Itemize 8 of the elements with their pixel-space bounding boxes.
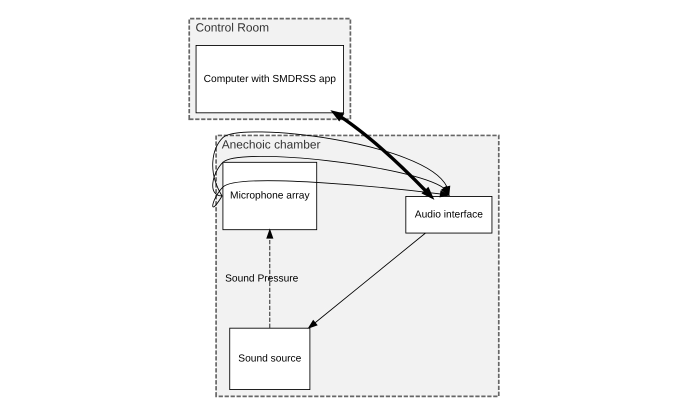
node-box: Sound source	[229, 328, 310, 390]
arrow	[330, 110, 434, 200]
node-box: Microphone array	[222, 162, 318, 230]
node-box: Audio interface	[405, 196, 492, 234]
arrow	[308, 232, 426, 329]
arrow	[266, 228, 274, 328]
node-box: Computer with SMDRSS app	[196, 45, 344, 114]
edge-label: Sound Pressure	[225, 274, 298, 285]
